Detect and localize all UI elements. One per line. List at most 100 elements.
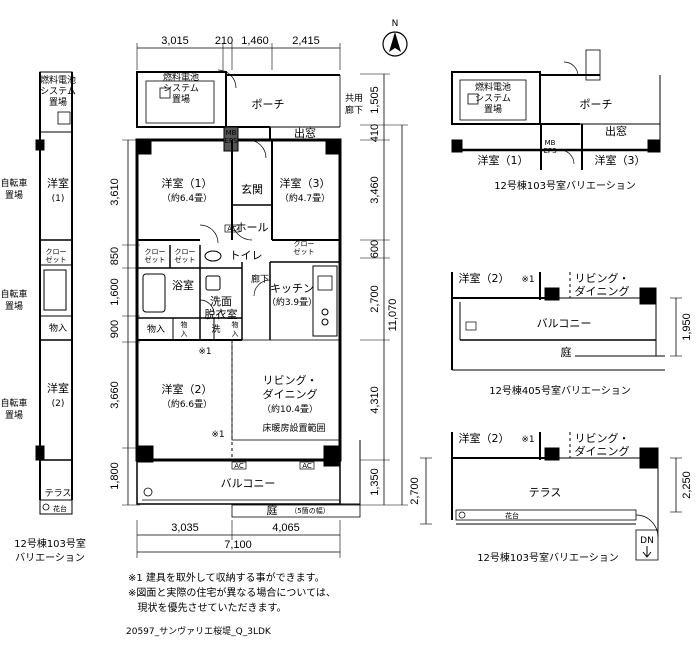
closet-label-b: クロー: [175, 248, 196, 256]
main-plan-labels: 3,015 210 1,460 2,415 3,610 850 1,600 90…: [109, 35, 399, 551]
kitchen-size: （約3.9畳）: [267, 296, 317, 308]
bay-window-label: 出窓: [294, 126, 316, 140]
bath-label: 浴室: [172, 278, 194, 292]
bedroom-1-label: 洋室（1）: [162, 176, 213, 190]
dim-right-2: 410: [369, 124, 381, 142]
dim-top-2: 210: [215, 35, 233, 47]
washroom-label-2: 脱衣室: [205, 307, 238, 321]
dim-total-width: 7,100: [224, 539, 252, 551]
vmr-living-2: ダイニング: [575, 284, 630, 298]
vtr-mb-eps-2: EPS: [543, 147, 557, 155]
garden-width-label: （5箇の幅）: [290, 506, 329, 515]
living-label-2: ダイニング: [263, 387, 318, 401]
north-label: N: [392, 19, 399, 29]
note-line-2: ※図面と実際の住宅が異なる場合については、: [128, 588, 336, 599]
note-line-3: 現状を優先させていただきます。: [128, 603, 287, 614]
washroom-label: 洗面: [210, 295, 232, 308]
left-flower-bed: 花台: [53, 504, 67, 513]
ac-label-3: AC: [302, 462, 312, 470]
plan-code: 20597_サンヴァリエ桜堤_Q_3LDK: [126, 627, 271, 637]
variation-top-right-labels: 燃料電池 システム 置場 ポーチ 出窓 MB EPS 洋室（1） 洋室（3） 1…: [475, 81, 646, 192]
dim-right-7: 1,350: [369, 468, 381, 496]
vbr-note-mark: ※1: [521, 435, 534, 445]
dim-left-6: 1,800: [109, 462, 121, 490]
bedroom-3-label: 洋室（3）: [280, 176, 331, 190]
bedroom-3-size: （約4.7畳）: [280, 192, 330, 204]
left-fuel-cell-2: システム: [40, 86, 76, 97]
vmr-living: リビング・: [575, 271, 630, 285]
left-fuel-cell: 燃料電池: [40, 74, 76, 86]
left-bedroom-2-num: (2): [52, 399, 65, 409]
vbr-dim-left: 2,700: [409, 477, 421, 505]
vbr-dim-right: 2,250: [681, 471, 693, 499]
variation-bottom-right: [420, 432, 682, 561]
bicycle-parking-1b: 置場: [5, 189, 23, 201]
vbr-living: リビング・: [575, 431, 630, 445]
dim-left-5: 3,660: [109, 381, 121, 409]
dim-bottom-1: 3,035: [171, 522, 199, 534]
vmr-bedroom-2: 洋室（2）: [459, 271, 510, 285]
closet-label-b-2: ゼット: [175, 255, 196, 264]
note-mark-1: ※1: [198, 347, 211, 357]
vtr-bedroom-1: 洋室（1）: [478, 153, 529, 167]
dim-top-1: 3,015: [161, 35, 189, 47]
north-compass-icon: N: [382, 19, 408, 57]
living-size: （約10.4畳）: [262, 403, 318, 415]
left-variation-caption-2: バリエーション: [15, 552, 85, 564]
closet-label-c-2: ゼット: [294, 247, 315, 256]
left-closet: クロー: [46, 248, 67, 256]
corridor-label: 廊下: [251, 273, 269, 285]
hall-label: ホール: [236, 221, 269, 234]
bicycle-parking-1: 自転車: [0, 177, 27, 189]
vmr-garden: 庭: [561, 345, 572, 359]
dim-left-3: 1,600: [109, 278, 121, 306]
wash-label: 洗: [211, 323, 220, 335]
bedroom-2-label: 洋室（2）: [162, 382, 213, 396]
variation-mid-right: [451, 272, 682, 371]
vmr-caption: 12号棟405号室バリエーション: [489, 384, 631, 397]
vtr-fuel-cell-3: 置場: [484, 103, 502, 115]
common-corridor-label-2: 廊下: [345, 104, 363, 116]
left-fuel-cell-3: 置場: [49, 96, 67, 108]
left-bedroom-1: 洋室: [47, 176, 69, 190]
dim-bottom-2: 4,065: [272, 522, 300, 534]
ac-label-1: AC: [227, 225, 237, 233]
balcony-label: バルコニー: [221, 477, 276, 490]
common-corridor-label: 共用: [345, 93, 363, 104]
note-line-1: ※1 建具を取外して収納する事ができます。: [128, 573, 325, 584]
vtr-bay-window: 出窓: [605, 124, 627, 138]
left-bedroom-1-num: (1): [52, 194, 65, 204]
dim-right-6: 4,310: [369, 386, 381, 414]
entrance-label: 玄関: [241, 182, 263, 196]
fuel-cell-label-3: 置場: [172, 93, 190, 105]
vtr-fuel-cell-2: システム: [475, 93, 511, 104]
dim-left-1: 3,610: [109, 178, 121, 206]
vmr-balcony: バルコニー: [537, 317, 592, 330]
mb-eps-label: MB: [226, 129, 237, 137]
storage-small-label-2: 入: [181, 330, 188, 338]
dim-right-1: 1,505: [369, 86, 381, 114]
vmr-note-mark: ※1: [521, 275, 534, 285]
variation-bottom-right-labels: 洋室（2） ※1 リビング・ ダイニング テラス 花台 2,700 2,250 …: [409, 431, 693, 564]
vbr-living-2: ダイニング: [575, 444, 630, 458]
left-variation-labels: 燃料電池 システム 置場 自転車 置場 自転車 置場 自転車 置場 洋室 (1)…: [0, 74, 85, 564]
left-storage: 物入: [49, 322, 67, 334]
garden-label: 庭: [267, 503, 278, 517]
vtr-porch: ポーチ: [580, 98, 613, 111]
left-variation-plan: [35, 71, 73, 515]
bedroom-1-size: （約6.4畳）: [162, 192, 212, 204]
dim-right-5: 2,700: [369, 285, 381, 313]
mb-eps-label-2: EPS: [224, 137, 238, 145]
living-label: リビング・: [263, 373, 318, 387]
dim-top-4: 2,415: [292, 35, 320, 47]
left-variation-caption: 12号棟103号室: [14, 537, 86, 550]
vtr-mb-eps: MB: [545, 139, 556, 147]
storage-small-label-b: 物: [232, 320, 239, 329]
vbr-bedroom-2: 洋室（2）: [459, 431, 510, 445]
variation-mid-right-labels: 洋室（2） ※1 リビング・ ダイニング バルコニー 庭 1,950 12号棟4…: [459, 271, 694, 397]
storage-small-label-b-2: 入: [232, 330, 239, 338]
dim-left-2: 850: [109, 247, 121, 265]
dim-right-3: 3,460: [369, 176, 381, 204]
